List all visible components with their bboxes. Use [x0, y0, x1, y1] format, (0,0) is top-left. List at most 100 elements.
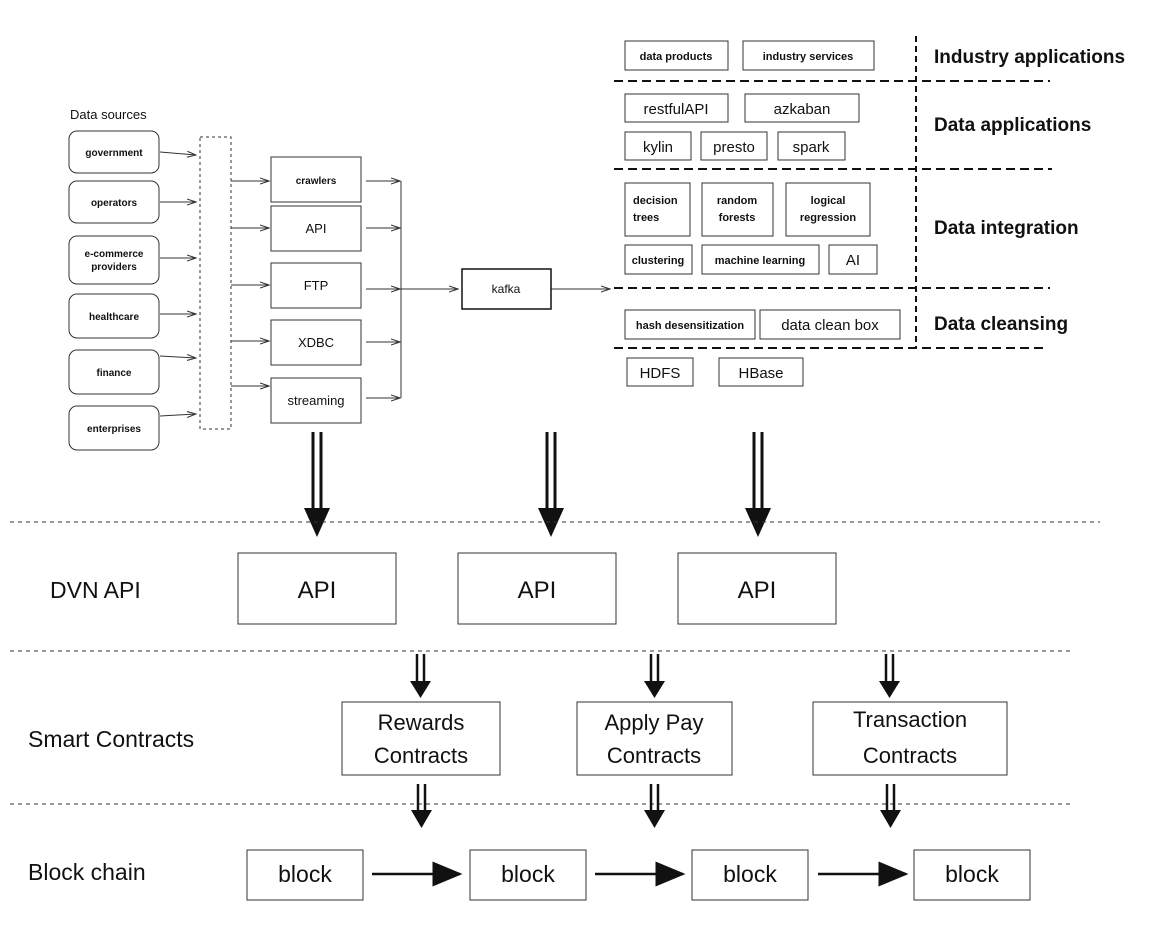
source-aggregator [199, 136, 232, 430]
svg-text:streaming: streaming [287, 393, 344, 408]
dvn-api-box-3: API [677, 552, 837, 625]
collector-ftp: FTP [270, 262, 362, 309]
storage-hbase: HBase [718, 357, 804, 387]
source-government: government [68, 130, 160, 174]
svg-text:clustering: clustering [632, 255, 685, 267]
svg-text:decision: decision [633, 195, 678, 207]
svg-text:AI: AI [846, 252, 860, 269]
svg-text:azkaban: azkaban [774, 101, 831, 118]
svg-text:restfulAPI: restfulAPI [643, 101, 708, 118]
integration-random-forests: random forests [701, 182, 774, 237]
block-chain-label: Block chain [28, 859, 146, 885]
svg-text:presto: presto [713, 139, 755, 156]
label-data-cleansing: Data cleansing [934, 314, 1068, 335]
integration-clustering: clustering [624, 244, 693, 275]
down-arrow-2 [538, 432, 564, 537]
integration-logical-regression: logical regression [785, 182, 871, 237]
source-operators: operators [68, 180, 160, 224]
block-3: block [691, 849, 809, 901]
aggregator-arrows [231, 181, 269, 386]
storage-hdfs: HDFS [626, 357, 694, 387]
svg-text:data clean box: data clean box [781, 317, 879, 334]
svg-text:industry services: industry services [763, 51, 854, 63]
svg-text:block: block [278, 861, 332, 887]
collector-api: API [270, 205, 362, 252]
block-1: block [246, 849, 364, 901]
dvn-api-box-1: API [237, 552, 397, 625]
dvn-api-box-2: API [457, 552, 617, 625]
contract-transaction: Transaction Contracts [812, 701, 1008, 776]
contract-apply-pay: Apply Pay Contracts [576, 701, 733, 776]
industry-data-products: data products [624, 40, 729, 71]
svg-text:kylin: kylin [643, 139, 673, 156]
down-arrow-1 [304, 432, 330, 537]
svg-text:data products: data products [640, 51, 713, 63]
integration-machine-learning: machine learning [701, 244, 820, 275]
industry-services: industry services [742, 40, 875, 71]
svg-text:FTP: FTP [304, 278, 329, 293]
svg-text:API: API [306, 221, 327, 236]
cleansing-data-clean-box: data clean box [759, 309, 901, 340]
svg-text:forests: forests [719, 212, 756, 224]
svg-text:crawlers: crawlers [296, 176, 337, 187]
svg-text:API: API [518, 577, 557, 604]
integration-decision-trees: decision trees [624, 182, 691, 237]
svg-text:regression: regression [800, 212, 857, 224]
svg-text:API: API [298, 577, 337, 604]
smart-contracts-label: Smart Contracts [28, 726, 194, 752]
source-label: finance [96, 368, 131, 379]
svg-text:Transaction: Transaction [853, 707, 967, 732]
svg-text:Rewards: Rewards [378, 710, 465, 735]
source-finance: finance [68, 349, 160, 395]
svg-text:Contracts: Contracts [374, 743, 468, 768]
dvn-api-label: DVN API [50, 577, 141, 603]
svg-text:HBase: HBase [738, 365, 783, 382]
svg-text:trees: trees [633, 212, 659, 224]
app-kylin: kylin [624, 131, 692, 161]
integration-ai: AI [828, 244, 878, 275]
svg-text:spark: spark [793, 139, 830, 156]
svg-text:block: block [945, 861, 999, 887]
svg-text:HDFS: HDFS [640, 365, 681, 382]
collector-crawlers: crawlers [270, 156, 362, 203]
label-industry-applications: Industry applications [934, 47, 1125, 68]
svg-text:random: random [717, 195, 758, 207]
svg-text:XDBC: XDBC [298, 335, 334, 350]
svg-text:logical: logical [811, 195, 846, 207]
svg-text:block: block [501, 861, 555, 887]
label-data-integration: Data integration [934, 218, 1079, 239]
source-arrows [159, 152, 196, 416]
block-2: block [469, 849, 587, 901]
collector-xdbc: XDBC [270, 319, 362, 366]
contract-rewards: Rewards Contracts [341, 701, 501, 776]
arrows-api-to-contracts [410, 654, 900, 698]
source-label: enterprises [87, 424, 141, 435]
source-ecommerce-providers: e-commerce providers [68, 235, 160, 285]
source-enterprises: enterprises [68, 405, 160, 451]
app-azkaban: azkaban [744, 93, 860, 123]
label-data-applications: Data applications [934, 115, 1091, 136]
svg-text:API: API [738, 577, 777, 604]
source-label: healthcare [89, 312, 139, 323]
svg-text:block: block [723, 861, 777, 887]
svg-text:Contracts: Contracts [607, 743, 701, 768]
data-sources-title: Data sources [70, 107, 147, 122]
app-presto: presto [700, 131, 768, 161]
source-label: e-commerce [85, 249, 144, 260]
block-4: block [913, 849, 1031, 901]
svg-text:machine learning: machine learning [715, 255, 805, 267]
app-spark: spark [777, 131, 846, 161]
down-arrow-3 [745, 432, 771, 537]
source-label: operators [91, 198, 138, 209]
kafka-box: kafka [461, 268, 552, 310]
svg-text:kafka: kafka [492, 282, 521, 296]
collector-streaming: streaming [270, 377, 362, 424]
layer-separators [614, 80, 1052, 349]
source-healthcare: healthcare [68, 293, 160, 339]
svg-text:Apply Pay: Apply Pay [604, 710, 703, 735]
app-restfulapi: restfulAPI [624, 93, 729, 123]
svg-text:Contracts: Contracts [863, 743, 957, 768]
source-label: providers [91, 262, 137, 273]
